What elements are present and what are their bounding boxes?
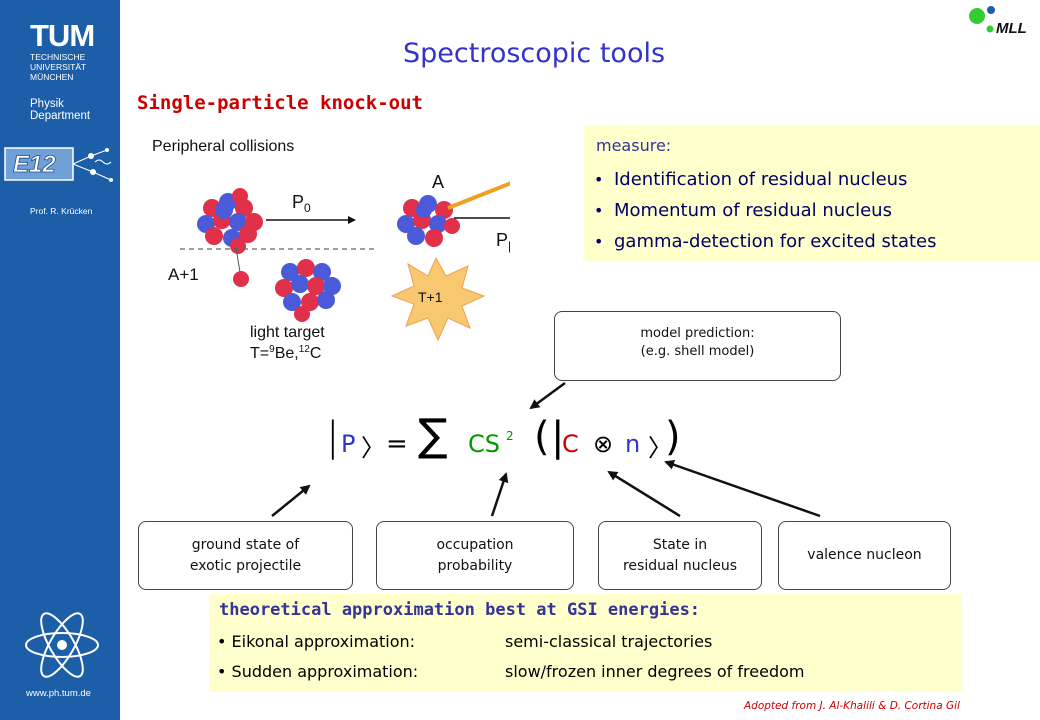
equation-rangle: 〉 xyxy=(648,434,672,462)
model-prediction-line: (e.g. shell model) xyxy=(640,344,755,359)
target-nucleus xyxy=(275,259,341,322)
theory-row: • Sudden approximation: slow/frozen inner… xyxy=(217,662,804,681)
equation-exponent: 2 xyxy=(506,429,514,443)
university-name: TECHNISCHE UNIVERSITÄT MÜNCHEN xyxy=(30,52,86,82)
arrow-ground xyxy=(271,484,311,517)
t-plus-1-star xyxy=(390,256,486,342)
target-composition: T=9Be,12C xyxy=(250,344,321,362)
residual-state-line: residual nucleus xyxy=(622,557,738,574)
residual-state-line: State in xyxy=(652,536,708,553)
equation-rangle: 〉 xyxy=(361,434,385,462)
e12-logo-text: E12 xyxy=(13,151,56,178)
equation-bar: | xyxy=(551,414,565,460)
arrow-model xyxy=(529,381,566,410)
diagram-heading: Peripheral collisions xyxy=(152,138,294,155)
atom-icon xyxy=(25,612,99,678)
measure-item-text: Identification of residual nucleus xyxy=(614,169,908,190)
projectile-nucleus xyxy=(197,188,263,254)
equation-p: P xyxy=(341,430,356,458)
department-name: Physik Department xyxy=(30,98,90,122)
e12-logo: E12 xyxy=(4,147,113,182)
theory-row: • Eikonal approximation: semi-classical t… xyxy=(217,632,712,651)
bullet: • xyxy=(594,232,604,251)
slide-subtitle: Single-particle knock-out xyxy=(137,92,423,114)
model-prediction-line: model prediction: xyxy=(640,326,755,341)
equation-cs: CS xyxy=(468,430,500,458)
knocked-out-nucleon xyxy=(233,271,249,287)
equation-rparen: ) xyxy=(665,414,681,460)
occupation-probability-box: occupation probability xyxy=(376,521,574,590)
slide-title: Spectroscopic tools xyxy=(403,38,666,69)
equation-otimes: ⊗ xyxy=(593,430,614,458)
equation-equals: = xyxy=(386,429,408,459)
p-parallel-label: P|| xyxy=(496,230,510,253)
arrow-state xyxy=(607,470,681,518)
measure-item-text: gamma-detection for excited states xyxy=(614,231,937,252)
website-url[interactable]: www.ph.tum.de xyxy=(26,688,91,699)
model-prediction-box: model prediction: (e.g. shell model) xyxy=(554,311,841,381)
a-plus-1-label: A+1 xyxy=(168,265,199,284)
ground-state-box: ground state of exotic projectile xyxy=(138,521,353,590)
university-line: MÜNCHEN xyxy=(30,72,74,82)
peripheral-collision-diagram: Peripheral collisions P0 A+1 light targe… xyxy=(152,138,510,362)
p0-label: P0 xyxy=(292,192,311,215)
arrow-occupation xyxy=(490,472,509,517)
occupation-line: occupation xyxy=(436,536,514,553)
professor-name: Prof. R. Krücken xyxy=(30,206,93,216)
a-label: A xyxy=(432,172,444,192)
measure-item-text: Momentum of residual nucleus xyxy=(614,200,892,221)
theory-heading: theoretical approximation best at GSI en… xyxy=(219,600,701,620)
measure-list: • Identification of residual nucleus • Mom… xyxy=(594,164,937,257)
valence-nucleon-label: valence nucleon xyxy=(807,547,922,563)
theory-row-desc: slow/frozen inner degrees of freedom xyxy=(505,662,805,681)
theory-row-name: Eikonal approximation: xyxy=(231,632,416,651)
bullet: • xyxy=(594,170,604,189)
occupation-line: probability xyxy=(437,557,513,574)
equation-bar: | xyxy=(326,414,340,460)
tum-logo: TUM xyxy=(30,18,95,53)
credit-note: Adopted from J. Al-Khalili & D. Cortina … xyxy=(744,700,960,712)
bullet: • xyxy=(217,632,227,651)
measure-item: • Momentum of residual nucleus xyxy=(594,195,937,226)
measure-item: • gamma-detection for excited states xyxy=(594,226,937,257)
university-line: UNIVERSITÄT xyxy=(30,62,87,72)
theory-row-desc: semi-classical trajectories xyxy=(505,632,713,651)
equation-n: n xyxy=(625,430,641,458)
t-plus-1-label: T+1 xyxy=(418,289,443,305)
department-line: Department xyxy=(30,110,91,122)
university-line: TECHNISCHE xyxy=(30,52,86,62)
measure-label: measure: xyxy=(596,136,672,155)
theory-row-name: Sudden approximation: xyxy=(231,662,419,681)
light-target-label: light target xyxy=(250,324,325,341)
bullet: • xyxy=(217,662,227,681)
ground-state-line: ground state of xyxy=(191,536,300,553)
residual-nucleus xyxy=(397,195,460,247)
equation-c: C xyxy=(562,430,579,458)
mll-logo-text: MLL xyxy=(996,20,1027,37)
measure-item: • Identification of residual nucleus xyxy=(594,164,937,195)
mll-logo xyxy=(969,6,995,33)
equation-lparen: ( xyxy=(534,414,550,460)
valence-nucleon-box: valence nucleon xyxy=(778,521,951,590)
ground-state-line: exotic projectile xyxy=(189,557,302,574)
residual-state-box: State in residual nucleus xyxy=(598,521,762,590)
bullet: • xyxy=(594,201,604,220)
equation-sum: ∑ xyxy=(418,410,448,461)
department-line: Physik xyxy=(30,98,64,110)
arrow-valence xyxy=(664,459,821,518)
sidebar: TUM TECHNISCHE UNIVERSITÄT MÜNCHEN Physi… xyxy=(0,0,120,720)
theory-box: theoretical approximation best at GSI en… xyxy=(209,594,962,692)
measure-box: measure: • Identification of residual nuc… xyxy=(584,126,1040,261)
